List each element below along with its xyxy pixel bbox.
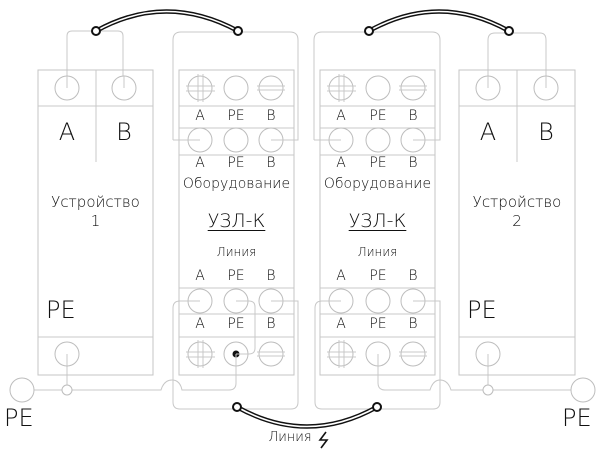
device1-terminal-pe-label: PE xyxy=(46,296,76,324)
mod1-line-upper-b: B xyxy=(266,268,276,284)
wire-dev2-a xyxy=(487,32,547,87)
ground-terminal-right xyxy=(570,377,596,403)
mod2-line-upper-b: B xyxy=(408,268,418,284)
cable-top-right xyxy=(364,9,514,36)
ground-terminal-left xyxy=(9,377,35,403)
module1-box xyxy=(178,69,295,376)
cable-top-left xyxy=(91,9,243,36)
mod1-title: УЗЛ-К xyxy=(207,210,266,232)
mod2-line-lower-pe: PE xyxy=(369,316,387,332)
ground-bus-right xyxy=(377,354,583,391)
mod1-line-label: Линия xyxy=(216,245,257,259)
wire-mod1-top-loop xyxy=(172,31,299,141)
mod2-line-upper-pe: PE xyxy=(369,268,387,284)
mod1-mid-label-pe: PE xyxy=(227,155,245,171)
wire-mod1-pe-bridge xyxy=(236,300,256,355)
mod2-top-label-a: A xyxy=(336,108,346,124)
device1-number: 1 xyxy=(90,212,101,230)
mod1-mid-label-b: B xyxy=(266,155,276,171)
cable-line-bottom xyxy=(232,402,382,429)
device2-terminal-b-label: B xyxy=(538,118,554,146)
junction-left xyxy=(61,384,73,396)
ground-bus xyxy=(22,354,237,391)
wire-mod1-line-loop xyxy=(172,300,299,410)
mod1-line-lower-pe: PE xyxy=(227,316,245,332)
mod1-equipment-label: Оборудование xyxy=(182,176,291,192)
ground-right-label: PE xyxy=(562,404,592,432)
mod1-top-label-b: B xyxy=(266,108,276,124)
mod2-mid-label-b: B xyxy=(408,155,418,171)
mod1-top-label-a: A xyxy=(195,108,205,124)
mod2-mid-label-a: A xyxy=(336,155,346,171)
ground-left-label: PE xyxy=(4,404,34,432)
mod2-title: УЗЛ-К xyxy=(348,210,407,232)
mod1-line-upper-a: A xyxy=(195,268,205,284)
line-cable-label: Линия xyxy=(268,430,312,445)
device1-terminal-b-label: B xyxy=(116,118,132,146)
device2-name: Устройство xyxy=(472,193,562,211)
wire-dev1-a xyxy=(66,30,124,87)
lightning-icon xyxy=(318,431,329,449)
device2-number: 2 xyxy=(512,212,522,230)
mod2-mid-label-pe: PE xyxy=(369,155,387,171)
mod1-line-lower-a: A xyxy=(195,316,205,332)
mod1-line-upper-pe: PE xyxy=(227,268,245,284)
mod2-line-lower-a: A xyxy=(336,316,346,332)
device2-terminal-pe-label: PE xyxy=(467,296,497,324)
mod1-line-lower-b: B xyxy=(266,316,276,332)
wire-mod2-top-loop xyxy=(313,31,441,141)
wire-mod2-line-loop xyxy=(314,300,441,410)
device1-name: Устройство xyxy=(51,193,140,211)
mod2-line-upper-a: A xyxy=(336,268,346,284)
junction-right xyxy=(482,384,494,396)
mod2-line-label: Линия xyxy=(357,245,398,259)
device2-terminal-a-label: A xyxy=(479,118,497,146)
mod1-mid-label-a: A xyxy=(195,155,205,171)
device1-terminal-a-label: A xyxy=(58,118,76,146)
mod2-line-lower-b: B xyxy=(408,316,418,332)
mod2-equipment-label: Оборудование xyxy=(323,176,432,192)
mod2-top-label-b: B xyxy=(408,108,418,124)
mod2-top-label-pe: PE xyxy=(369,108,387,124)
mod1-top-label-pe: PE xyxy=(227,108,245,124)
